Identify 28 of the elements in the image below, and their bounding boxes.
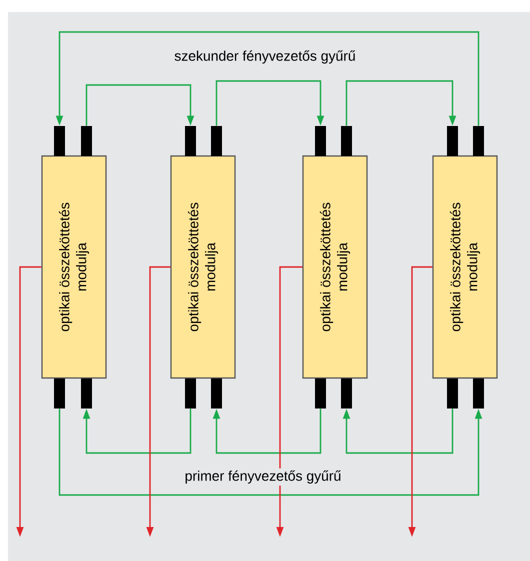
connector-port [447, 126, 458, 156]
fiber-arrow [342, 408, 454, 454]
fiber-arrow [216, 80, 324, 126]
module-box: optikai összeköttetés modulja [302, 155, 368, 379]
connector-port [341, 378, 352, 408]
connector-port [81, 126, 92, 156]
ring-label: szekunder fényvezetős gyűrű [172, 48, 358, 66]
connector-port [185, 378, 196, 408]
connector-port [341, 126, 352, 156]
fiber-arrow [346, 80, 456, 126]
connector-port [54, 378, 65, 408]
connector-port [473, 378, 484, 408]
fiber-arrow [212, 408, 322, 454]
connector-port [185, 126, 196, 156]
connector-port [81, 378, 92, 408]
fiber-arrow [82, 408, 192, 454]
ring-label: primer fényvezetős gyűrű [182, 468, 344, 486]
connector-port [54, 126, 65, 156]
connector-port [211, 126, 222, 156]
module-box: optikai összeköttetés modulja [170, 155, 236, 379]
connector-port [211, 378, 222, 408]
fiber-arrow [86, 84, 194, 126]
connector-port [315, 126, 326, 156]
module-box: optikai összeköttetés modulja [432, 155, 498, 379]
module-box: optikai összeköttetés modulja [41, 155, 107, 379]
connector-port [315, 378, 326, 408]
connector-port [447, 378, 458, 408]
connector-port [473, 126, 484, 156]
